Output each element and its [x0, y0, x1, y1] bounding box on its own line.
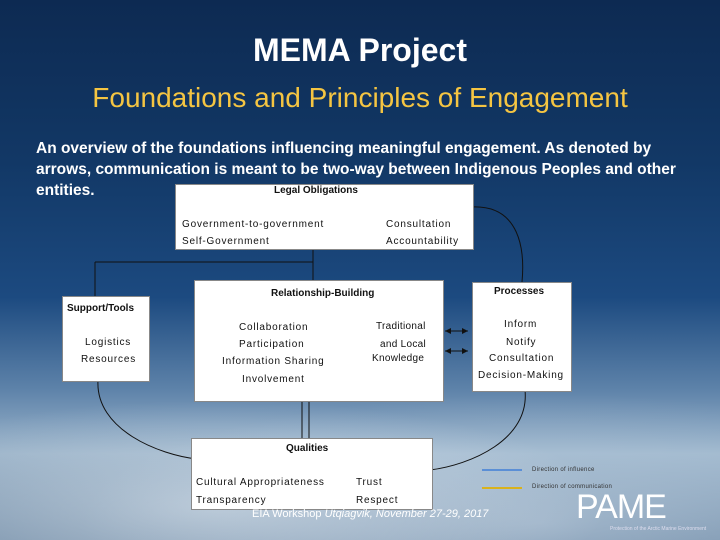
legal-heading: Legal Obligations	[274, 185, 358, 196]
pame-logo: PAME	[576, 488, 667, 526]
footer-location: Utqiagvik, November 27-29, 2017	[324, 508, 489, 520]
tk-label: and Local	[380, 339, 427, 350]
support-tools-box: Support/Tools Logistics Resources	[62, 296, 150, 382]
tk-label: Traditional	[376, 321, 426, 332]
pame-logo-tagline: Protection of the Arctic Marine Environm…	[610, 526, 707, 532]
page-subtitle: Foundations and Principles of Engagement	[92, 82, 628, 113]
legend-influence: Direction of influence	[532, 467, 595, 473]
footer-text: EIA Workshop Utqiagvik, November 27-29, …	[252, 508, 488, 520]
qualities-heading: Qualities	[286, 443, 329, 454]
processes-box: Processes Inform Notify Consultation Dec…	[472, 282, 572, 392]
legal-obligations-box: Legal Obligations Government-to-governme…	[175, 184, 474, 250]
qualities-item: Trust	[356, 477, 383, 488]
relationship-heading: Relationship-Building	[271, 288, 375, 299]
support-item: Logistics	[85, 337, 132, 348]
legal-item: Self-Government	[182, 236, 270, 247]
processes-item: Notify	[506, 337, 537, 348]
support-heading: Support/Tools	[67, 303, 135, 314]
processes-item: Inform	[504, 319, 538, 330]
qualities-item: Respect	[356, 495, 399, 506]
intro-text: An overview of the foundations influenci…	[36, 140, 676, 199]
processes-heading: Processes	[494, 286, 545, 297]
processes-item: Consultation	[489, 353, 555, 364]
legal-item: Accountability	[386, 236, 459, 247]
page-title: MEMA Project	[253, 32, 467, 68]
tk-label: Knowledge	[372, 353, 425, 364]
relationship-item: Participation	[239, 339, 305, 350]
qualities-item: Transparency	[196, 495, 267, 506]
qualities-item: Cultural Appropriateness	[196, 477, 325, 488]
relationship-item: Information Sharing	[222, 356, 325, 367]
legend-communication: Direction of communication	[532, 484, 613, 490]
relationship-item: Involvement	[242, 374, 305, 385]
qualities-box: Qualities Cultural Appropriateness Trust…	[191, 438, 433, 510]
support-item: Resources	[81, 354, 136, 365]
relationship-item: Collaboration	[239, 322, 309, 333]
footer-prefix: EIA Workshop	[252, 508, 322, 520]
legal-item: Government-to-government	[182, 219, 325, 230]
legal-item: Consultation	[386, 219, 452, 230]
relationship-building-box: Relationship-Building Collaboration Part…	[194, 280, 444, 402]
processes-item: Decision-Making	[478, 370, 564, 381]
